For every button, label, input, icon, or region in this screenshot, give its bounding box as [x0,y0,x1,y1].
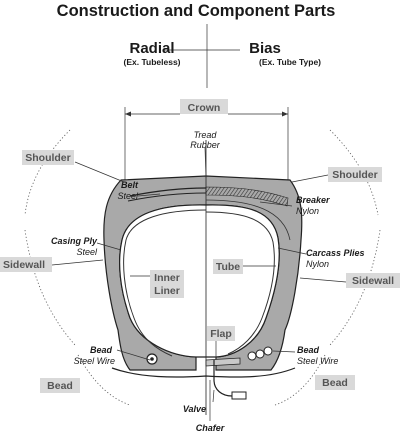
carcass-plies-label-2: Nylon [306,259,329,269]
tread-leader [204,147,207,179]
sidewall-right-box [346,273,400,288]
belt-label-2: Steel [117,191,139,201]
shoulder-left-leader [74,161,125,183]
carcass-ply-2 [205,199,291,241]
tube-box [213,259,243,274]
sidewall-right-leader [299,277,347,283]
crown-arrowhead-left [125,111,131,117]
carcass-plies-label-1: Carcass Plies [306,248,365,258]
inner-liner-box [150,270,184,298]
bead-zone-right-box [315,375,355,390]
valve-leader [212,389,215,403]
casing-ply-label-1: Casing Ply [51,236,98,246]
breaker-nylon-layer [205,186,289,207]
tread-label-1: Tread [194,130,218,140]
tire-cavity [119,204,280,358]
belt-leader [137,193,161,197]
radial-sub-label: (Ex. Tubeless) [124,57,181,67]
belt-label-1: Belt [121,180,139,190]
casing-ply-label-2: Steel [76,247,98,257]
shoulder-right-label: Shoulder [332,169,378,181]
crown-label: Crown [188,102,221,114]
shoulder-right-leader [291,174,329,183]
casing-ply-leader [96,242,122,251]
inner-liner-label-2: Liner [154,285,180,297]
shoulder-right-box [328,167,382,182]
bead-right-label-1: Bead [297,345,320,355]
bead-arc-right [274,354,326,406]
carcass-ply-1 [205,211,275,355]
sidewall-left-label: Sidewall [3,259,45,271]
tube-label: Tube [216,261,240,273]
sidewall-right-label: Sidewall [352,275,394,287]
page-title: Construction and Component Parts [57,2,336,20]
flap-label: Flap [210,328,232,340]
inner-liner-label-1: Inner [154,272,180,284]
rim-line [111,367,296,378]
belt-steel-layer [129,187,207,197]
shoulder-arc-left [24,129,71,216]
bead-left-leader [116,349,151,361]
bead-wire-right-3 [263,346,273,356]
tread-label-2: Rubber [190,140,221,150]
bead-right-leader [272,350,296,353]
bead-wire-right-2 [255,349,265,359]
crown-arrowhead-right [282,111,288,117]
bias-sub-label: (Ex. Tube Type) [259,57,321,67]
belt-steel-layer-2 [127,192,207,202]
breaker-leader [259,201,293,207]
bead-arc-left [77,354,131,406]
valve-cap [231,391,247,400]
bead-left-label-2: Steel Wire [74,356,115,366]
flap-box [207,326,235,341]
radial-label: Radial [129,40,174,57]
bead-right-label-2: Steel Wire [297,356,338,366]
sidewall-left-leader [51,259,104,266]
sidewall-left-box [0,257,52,272]
bead-zone-left-box [40,378,80,393]
breaker-label-2: Nylon [296,206,319,216]
shoulder-left-box [22,150,74,165]
bead-zone-right-label: Bead [322,377,348,389]
bead-wire-right-1 [247,351,257,361]
bead-left-label-1: Bead [90,345,113,355]
bead-zone-left-label: Bead [47,380,73,392]
sidewall-arc-left [24,229,76,346]
breaker-label-1: Breaker [296,195,330,205]
shoulder-left-label: Shoulder [25,152,71,164]
bias-label: Bias [249,40,281,57]
valve-label: Valve [183,404,206,414]
bead-wire-left-core [150,357,154,361]
valve-stem [213,360,233,397]
crown-label-box [180,99,228,114]
radial-casing-ply [123,209,207,357]
chafer-label: Chafer [196,423,225,433]
shoulder-arc-right [329,129,379,216]
carcass-leader [277,247,307,255]
